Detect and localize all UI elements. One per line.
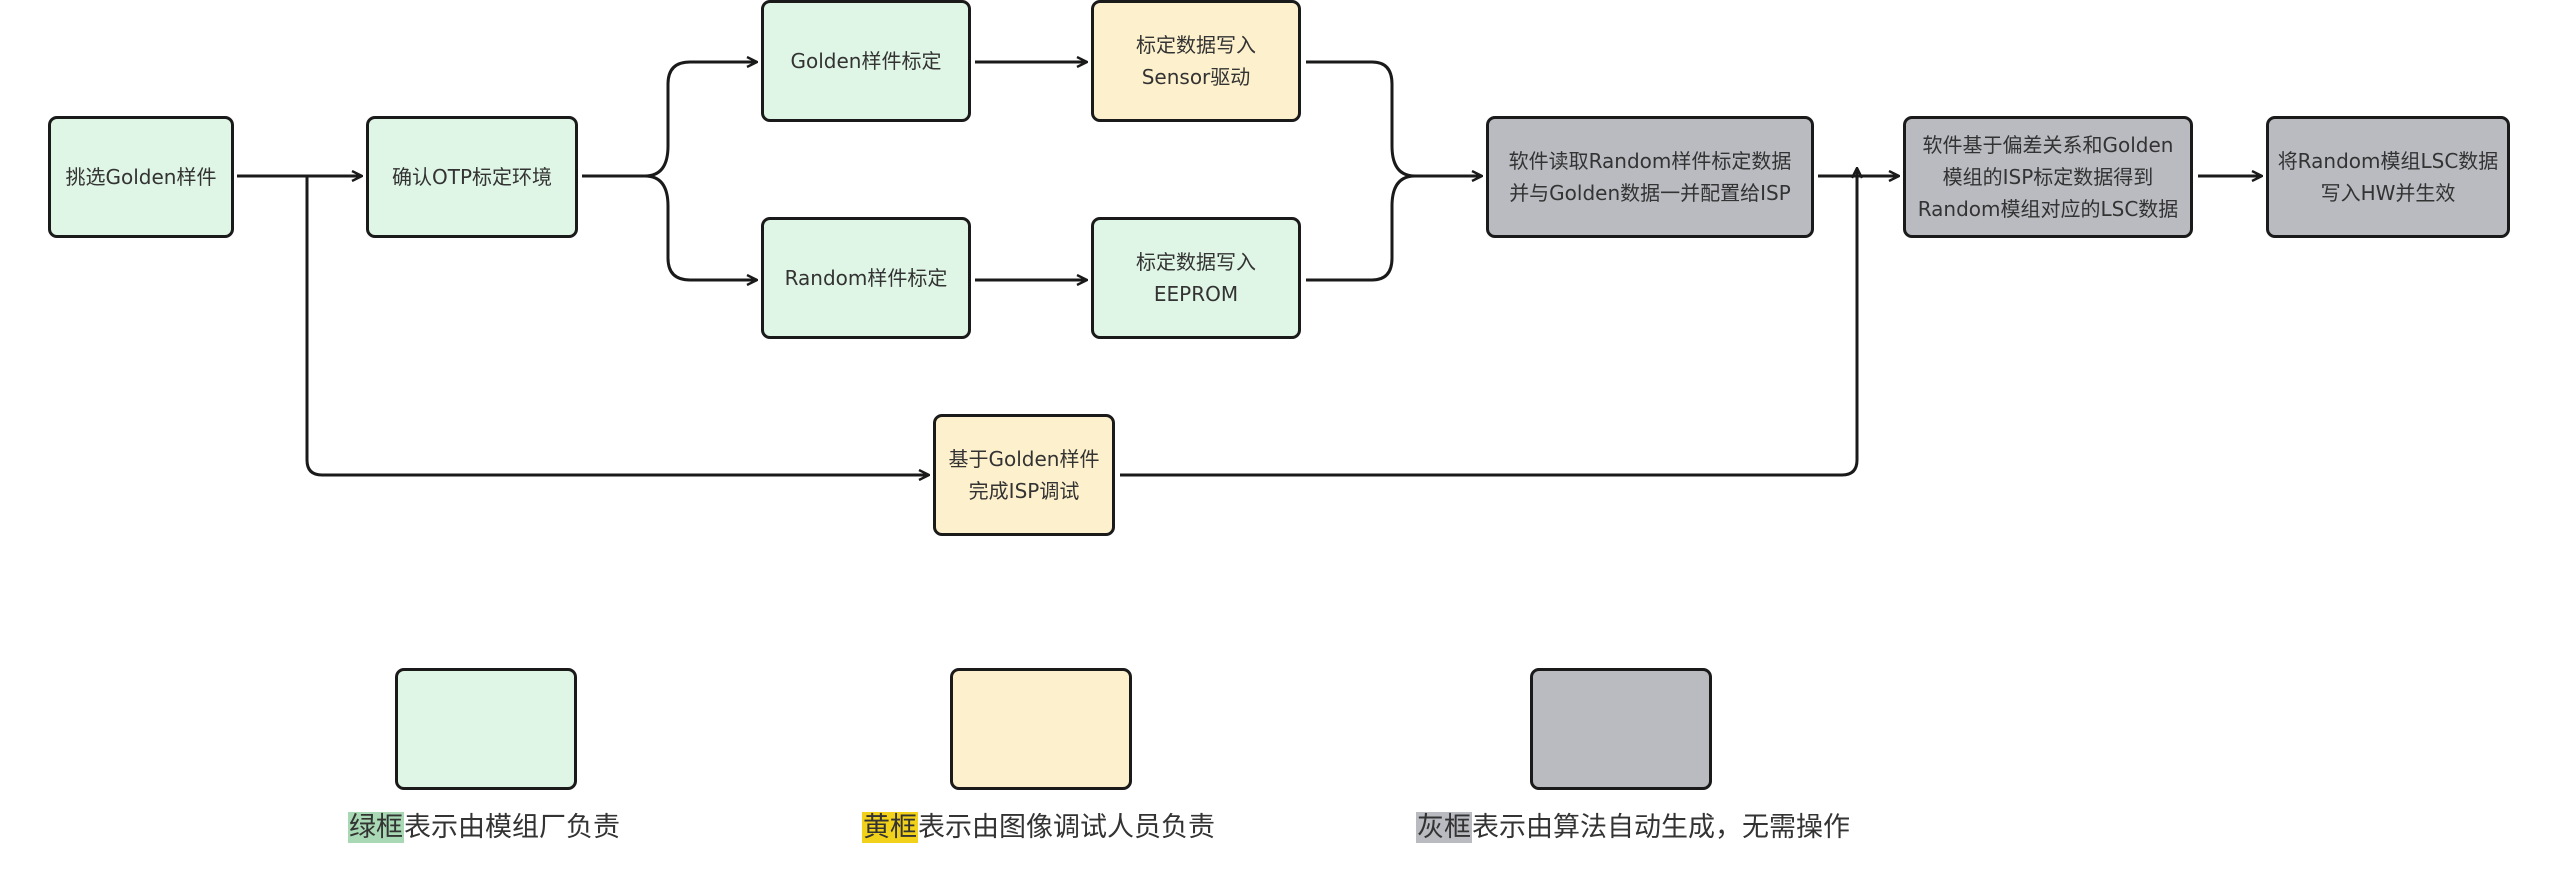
node-random-calib-label: Random样件标定	[784, 266, 948, 290]
legend-gray-text: 表示由算法自动生成，无需操作	[1472, 812, 1850, 843]
node-compute-lsc-label: 软件基于偏差关系和Golden 模组的ISP标定数据得到 Random模组对应的…	[1917, 133, 2179, 221]
node-write-sensor: 标定数据写入 Sensor驱动	[1091, 0, 1301, 122]
node-golden-calib-label: Golden样件标定	[790, 49, 942, 73]
edge-eeprom-to-merge	[1306, 174, 1416, 282]
node-read-random-label: 软件读取Random样件标定数据 并与Golden数据一并配置给ISP	[1508, 149, 1792, 205]
legend-green-tag: 绿框	[348, 812, 404, 843]
edge-pick-to-isp-tuning	[305, 176, 929, 475]
legend-gray-label: 灰框表示由算法自动生成，无需操作	[1416, 808, 1850, 848]
edge-otp-to-golden	[582, 62, 757, 178]
node-write-eeprom: 标定数据写入 EEPROM	[1091, 217, 1301, 339]
node-compute-lsc: 软件基于偏差关系和Golden 模组的ISP标定数据得到 Random模组对应的…	[1903, 116, 2193, 238]
legend-gray-swatch	[1530, 668, 1712, 790]
edge-otp-to-random	[644, 174, 757, 280]
legend-green-text: 表示由模组厂负责	[404, 812, 620, 843]
node-pick-golden-label: 挑选Golden样件	[65, 165, 217, 189]
node-confirm-otp: 确认OTP标定环境	[366, 116, 578, 238]
edge-sensor-to-merge	[1306, 60, 1482, 176]
legend-green-swatch	[395, 668, 577, 790]
legend-yellow-label: 黄框表示由图像调试人员负责	[862, 808, 1215, 848]
node-confirm-otp-label: 确认OTP标定环境	[391, 165, 553, 189]
legend-yellow-tag: 黄框	[862, 812, 918, 843]
node-pick-golden: 挑选Golden样件	[48, 116, 234, 238]
node-write-eeprom-label: 标定数据写入 EEPROM	[1136, 250, 1256, 306]
node-read-random: 软件读取Random样件标定数据 并与Golden数据一并配置给ISP	[1486, 116, 1814, 238]
legend-yellow-text: 表示由图像调试人员负责	[918, 812, 1215, 843]
node-random-calib: Random样件标定	[761, 217, 971, 339]
node-write-sensor-label: 标定数据写入 Sensor驱动	[1136, 33, 1256, 89]
node-write-hw: 将Random模组LSC数据 写入HW并生效	[2266, 116, 2510, 238]
node-isp-tuning: 基于Golden样件 完成ISP调试	[933, 414, 1115, 536]
legend-yellow-swatch	[950, 668, 1132, 790]
node-isp-tuning-label: 基于Golden样件 完成ISP调试	[948, 447, 1100, 503]
node-golden-calib: Golden样件标定	[761, 0, 971, 122]
legend-gray-tag: 灰框	[1416, 812, 1472, 843]
legend-green-label: 绿框表示由模组厂负责	[348, 808, 620, 848]
node-write-hw-label: 将Random模组LSC数据 写入HW并生效	[2277, 149, 2499, 205]
edge-isp-tuning-to-lsc	[1120, 168, 1857, 477]
